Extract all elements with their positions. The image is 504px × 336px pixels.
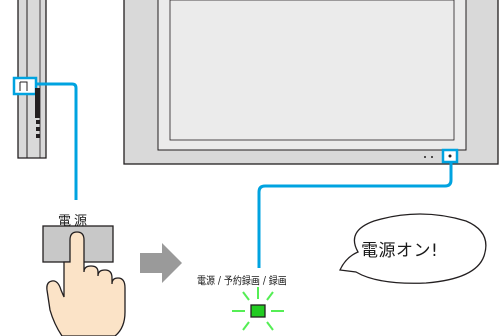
- power-led-icon: [232, 287, 284, 331]
- callout-line-side: [36, 82, 78, 200]
- speech-bubble-text: 電源オン!: [361, 241, 439, 261]
- callout-line-front: [257, 162, 453, 268]
- tv-front-view: [123, 0, 499, 165]
- speech-bubble: [339, 213, 487, 284]
- hand-pointing-icon: [46, 231, 126, 336]
- side-power-button-highlight: [12, 76, 38, 96]
- right-arrow-icon: [140, 243, 182, 283]
- tv-side-view: [12, 0, 47, 159]
- power-button-label: 電源: [58, 214, 91, 229]
- indicator-label: 電源 / 予約録画 / 録画: [197, 275, 287, 287]
